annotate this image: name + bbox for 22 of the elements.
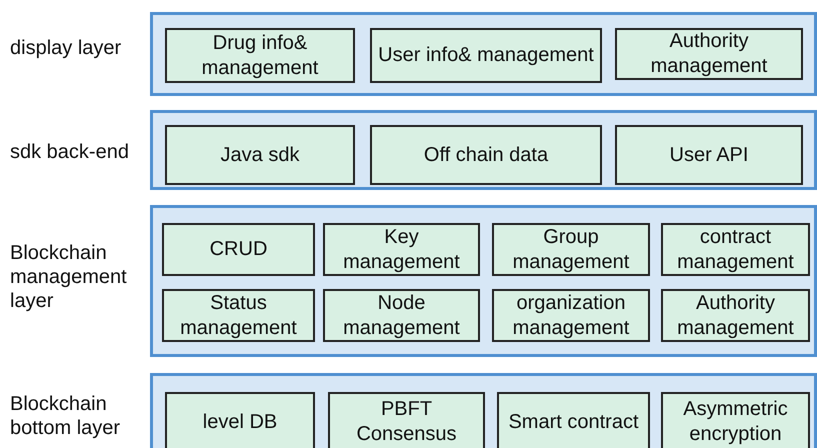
layer-label: Blockchain bottom layer (10, 392, 122, 440)
layer-label: display layer (10, 36, 122, 60)
module-box: PBFT Consensus (328, 392, 485, 448)
module-box: Off chain data (370, 125, 602, 185)
module-box: organization management (492, 289, 650, 342)
module-box: Drug info& management (165, 28, 355, 83)
module-box: Key management (323, 223, 480, 276)
module-box: Authority management (661, 289, 810, 342)
module-box: Java sdk (165, 125, 355, 185)
module-box: CRUD (162, 223, 315, 276)
module-box: Smart contract (497, 392, 650, 448)
module-box: contract management (661, 223, 810, 276)
module-box: Authority management (615, 28, 803, 80)
module-box: User API (615, 125, 803, 185)
module-box: Group management (492, 223, 650, 276)
module-box: Status management (162, 289, 315, 342)
layer-label: Blockchain management layer (10, 241, 128, 313)
module-box: User info& management (370, 28, 602, 83)
module-box: Asymmetric encryption (661, 392, 810, 448)
module-box: Node management (323, 289, 480, 342)
module-box: level DB (165, 392, 315, 448)
layer-label: sdk back-end (10, 140, 130, 164)
